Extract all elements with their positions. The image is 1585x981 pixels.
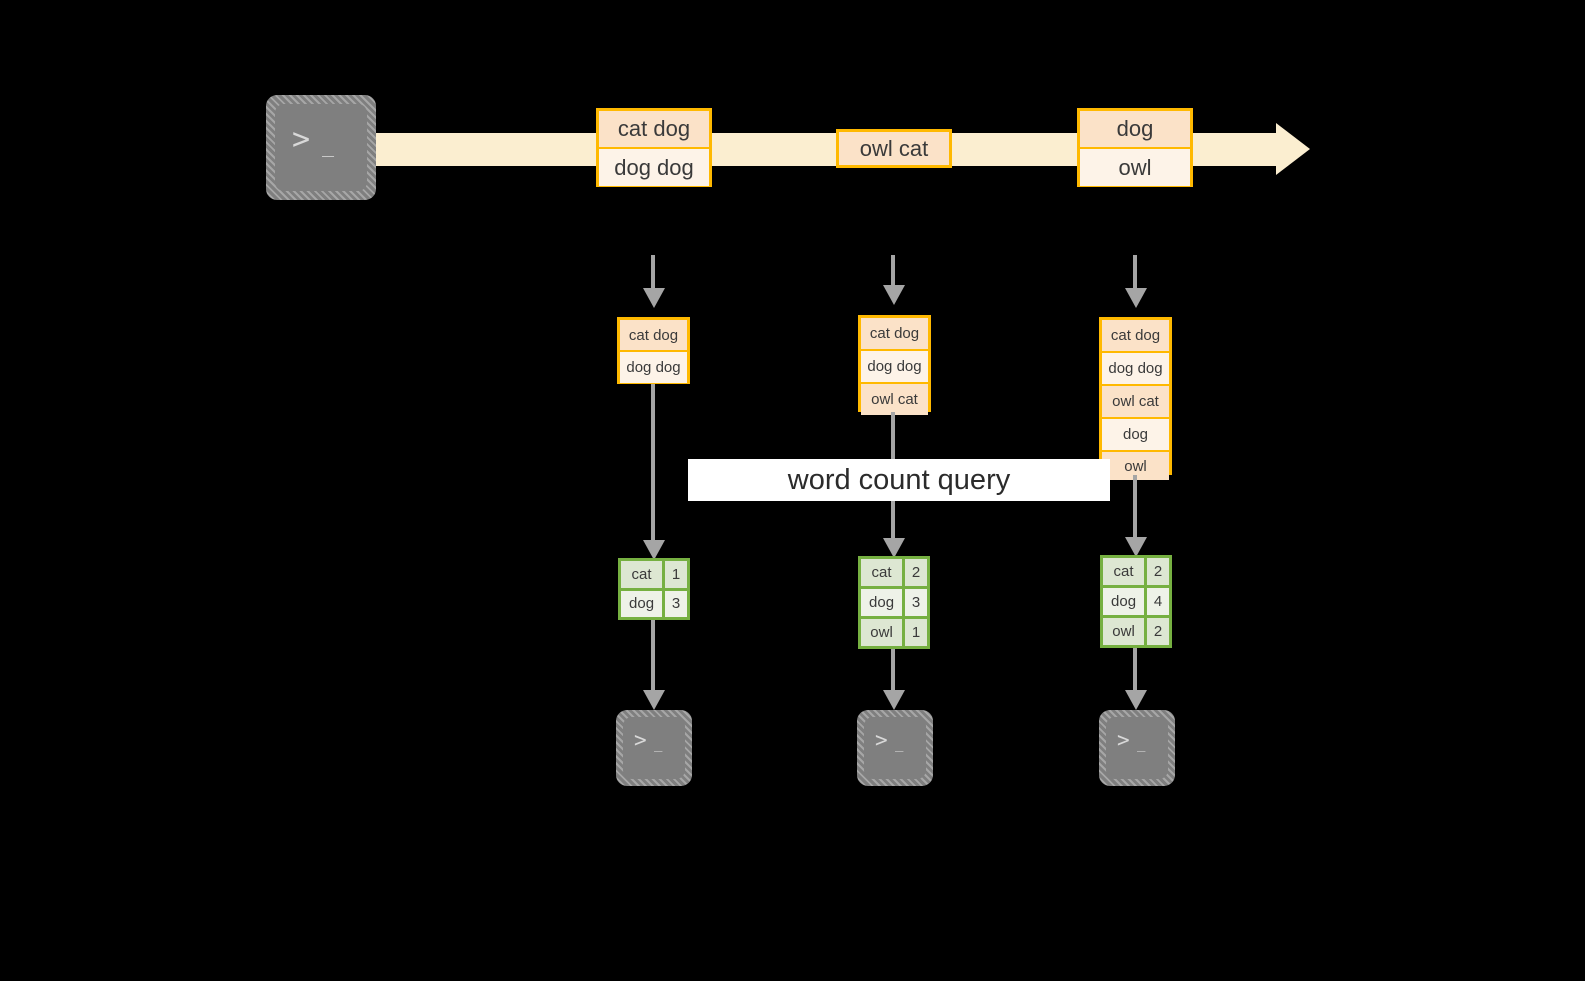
stream-record: owl <box>1080 149 1190 186</box>
snapshot-trigger-line-1 <box>651 255 655 290</box>
snapshot-record: dog <box>1102 419 1169 452</box>
result-count: 2 <box>1147 558 1169 588</box>
result-word-column: cat dog owl <box>861 559 903 646</box>
result-table-3[interactable]: cat dog owl 2 4 2 <box>1100 555 1172 648</box>
stream-record: cat dog <box>599 111 709 149</box>
snapshot-records-2[interactable]: cat dog dog dog owl cat <box>858 315 931 415</box>
source-terminal-icon: > _ <box>266 95 376 200</box>
result-word-column: cat dog <box>621 561 663 617</box>
prompt-cursor-glyph: _ <box>1137 736 1146 752</box>
query-flow-arrowhead-3 <box>1125 537 1147 557</box>
result-count-column: 2 4 2 <box>1144 558 1169 645</box>
result-word: cat <box>1103 558 1145 588</box>
result-word: dog <box>621 590 663 617</box>
query-flow-line-1 <box>651 384 655 550</box>
result-sink-line-3 <box>1133 648 1137 698</box>
stream-group-2[interactable]: owl cat <box>836 129 952 168</box>
snapshot-record: owl cat <box>861 384 928 415</box>
result-word: owl <box>861 619 903 646</box>
stream-group-3[interactable]: dog owl <box>1077 108 1193 187</box>
snapshot-records-1[interactable]: cat dog dog dog <box>617 317 690 384</box>
result-count: 3 <box>905 589 927 619</box>
sink-terminal-icon-2: > _ <box>857 710 933 786</box>
snapshot-record: dog dog <box>861 351 928 384</box>
snapshot-trigger-arrowhead-1 <box>643 288 665 308</box>
stream-group-1[interactable]: cat dog dog dog <box>596 108 712 187</box>
query-flow-arrowhead-1 <box>643 540 665 560</box>
result-sink-arrowhead-1 <box>643 690 665 710</box>
result-count: 1 <box>905 619 927 646</box>
result-sink-line-1 <box>651 620 655 698</box>
result-sink-arrowhead-2 <box>883 690 905 710</box>
result-word: owl <box>1103 618 1145 645</box>
stream-arrow-head <box>1276 123 1310 175</box>
snapshot-record: dog dog <box>1102 353 1169 386</box>
snapshot-records-3[interactable]: cat dog dog dog owl cat dog owl <box>1099 317 1172 480</box>
result-count: 2 <box>1147 618 1169 645</box>
result-count: 2 <box>905 559 927 589</box>
prompt-glyph: > <box>634 728 647 752</box>
stream-record: dog dog <box>599 149 709 186</box>
prompt-cursor-glyph: _ <box>322 133 335 157</box>
snapshot-record: cat dog <box>1102 320 1169 353</box>
result-word: dog <box>1103 588 1145 618</box>
prompt-cursor-glyph: _ <box>654 736 663 752</box>
result-sink-line-2 <box>891 649 895 698</box>
prompt-glyph: > <box>875 728 888 752</box>
result-word: dog <box>861 589 903 619</box>
result-word: cat <box>861 559 903 589</box>
snapshot-trigger-line-3 <box>1133 255 1137 290</box>
query-flow-arrowhead-2 <box>883 538 905 558</box>
result-word: cat <box>621 561 663 591</box>
snapshot-record: cat dog <box>620 320 687 352</box>
result-count: 4 <box>1147 588 1169 618</box>
result-count-column: 1 3 <box>662 561 687 617</box>
snapshot-record: cat dog <box>861 318 928 351</box>
query-label: word count query <box>688 459 1110 501</box>
snapshot-trigger-line-2 <box>891 255 895 287</box>
stream-record: owl cat <box>839 132 949 165</box>
result-count: 1 <box>665 561 687 591</box>
result-table-1[interactable]: cat dog 1 3 <box>618 558 690 620</box>
result-count-column: 2 3 1 <box>902 559 927 646</box>
snapshot-trigger-arrowhead-3 <box>1125 288 1147 308</box>
sink-terminal-icon-1: > _ <box>616 710 692 786</box>
result-count: 3 <box>665 590 687 617</box>
result-table-2[interactable]: cat dog owl 2 3 1 <box>858 556 930 649</box>
snapshot-record: dog dog <box>620 352 687 383</box>
prompt-glyph: > <box>292 122 311 157</box>
prompt-cursor-glyph: _ <box>895 736 904 752</box>
result-word-column: cat dog owl <box>1103 558 1145 645</box>
snapshot-trigger-arrowhead-2 <box>883 285 905 305</box>
prompt-glyph: > <box>1117 728 1130 752</box>
result-sink-arrowhead-3 <box>1125 690 1147 710</box>
snapshot-record: owl cat <box>1102 386 1169 419</box>
query-flow-line-3 <box>1133 475 1137 547</box>
stream-record: dog <box>1080 111 1190 149</box>
sink-terminal-icon-3: > _ <box>1099 710 1175 786</box>
